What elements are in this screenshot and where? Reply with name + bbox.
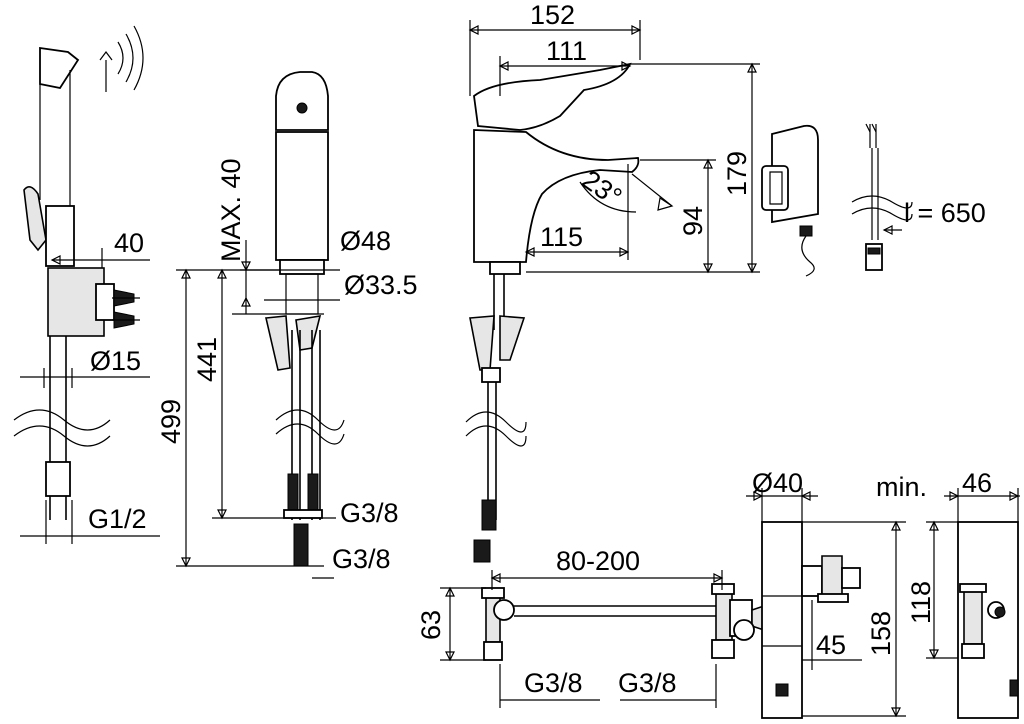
faucet-side-view bbox=[465, 20, 760, 563]
dim-conn-80-200: 80-200 bbox=[556, 546, 640, 576]
faucet-front-view bbox=[176, 71, 345, 579]
dim-front-g38-upper: G3/8 bbox=[340, 498, 399, 528]
dim-conn-g38-right: G3/8 bbox=[618, 668, 677, 698]
connection-pipe-view bbox=[440, 570, 781, 708]
wireless-signal-icon bbox=[99, 25, 144, 92]
dim-box-46: 46 bbox=[962, 468, 992, 498]
wall-bolts bbox=[112, 289, 140, 329]
dim-side-179: 179 bbox=[722, 151, 752, 196]
dim-box-118: 118 bbox=[906, 581, 936, 624]
dim-front-d48: Ø48 bbox=[340, 226, 391, 256]
valve-box-front-view bbox=[746, 488, 906, 719]
dim-side-115: 115 bbox=[540, 222, 583, 252]
dim-shower-d15: Ø15 bbox=[90, 346, 141, 376]
hand-shower-view bbox=[13, 25, 160, 544]
dim-front-g38-lower: G3/8 bbox=[332, 544, 391, 574]
dim-front-d33-5: Ø33.5 bbox=[344, 270, 418, 300]
dim-shower-g12: G1/2 bbox=[88, 504, 147, 534]
dim-front-441: 441 bbox=[192, 337, 222, 382]
dim-side-111: 111 bbox=[546, 36, 587, 66]
dim-front-max40: MAX. 40 bbox=[216, 158, 246, 262]
dim-box-158: 158 bbox=[866, 611, 896, 656]
dim-box-d40: Ø40 bbox=[752, 468, 803, 498]
dim-box-45: 45 bbox=[816, 630, 846, 660]
dim-conn-63: 63 bbox=[416, 610, 446, 640]
dim-box-min: min. bbox=[876, 472, 927, 502]
dim-shower-40: 40 bbox=[114, 228, 144, 258]
valve-box-side-view bbox=[926, 488, 1020, 719]
dim-side-152: 152 bbox=[530, 0, 575, 30]
control-unit-view bbox=[761, 123, 913, 277]
dim-conn-g38-left: G3/8 bbox=[524, 668, 583, 698]
dim-side-94: 94 bbox=[678, 206, 708, 236]
dim-cable-length: l = 650 bbox=[904, 198, 986, 228]
dim-front-499: 499 bbox=[156, 399, 186, 444]
